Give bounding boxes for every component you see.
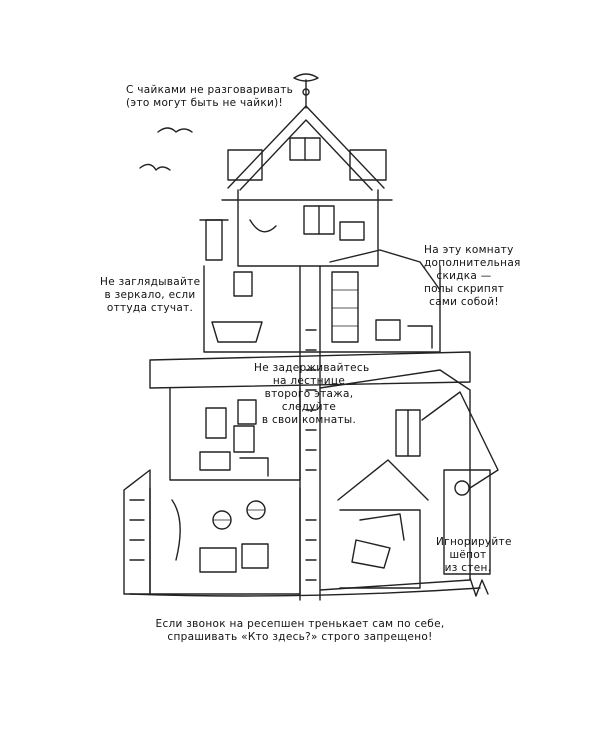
note-stairs-line1: Не задерживайтесь — [254, 362, 370, 374]
note-reception-bell: Если звонок на ресепшен тренькает сам по… — [150, 618, 450, 644]
note-whisper-line1: Игнорируйте — [436, 536, 512, 548]
note-reception-bell-line2: спрашивать «Кто здесь?» строго запрещено… — [167, 631, 433, 643]
seagull-icon — [139, 163, 171, 171]
chimney — [205, 219, 223, 261]
note-mirror-line2: в зеркало, если — [104, 289, 196, 301]
armchair — [199, 547, 237, 573]
note-room-discount-line4: полы скрипят — [424, 283, 505, 295]
attic-roof — [227, 105, 385, 189]
note-stairs-line4: следуйте — [281, 401, 337, 413]
note-stairs-line2: на лестнице — [272, 375, 346, 387]
note-stairs-line5: в свои комнаты. — [261, 414, 357, 426]
bathtub — [211, 321, 263, 343]
note-mirror-line1: Не заглядывайте — [100, 276, 201, 288]
note-room-discount: На эту комнату дополнительная скидка — п… — [424, 244, 521, 309]
note-room-discount-line1: На эту комнату — [424, 244, 514, 256]
note-whisper-line3: из стен. — [444, 562, 492, 574]
note-stairs: Не задерживайтесь на лестнице второго эт… — [254, 362, 370, 427]
note-mirror: Не заглядывайте в зеркало, если оттуда с… — [100, 276, 200, 315]
top-floor-walls — [237, 189, 379, 267]
note-seagulls-line2: (это могут быть не чайки)! — [126, 97, 284, 109]
weathervane-icon — [293, 73, 319, 109]
cobweb-icon — [212, 500, 266, 530]
note-reception-bell-line1: Если звонок на ресепшен тренькает сам по… — [155, 618, 445, 630]
staircase — [305, 329, 317, 581]
note-stairs-line3: второго этажа, — [264, 388, 354, 400]
note-seagulls-line1: С чайками не разговаривать — [126, 84, 294, 96]
note-room-discount-line3: скидка — — [436, 270, 492, 282]
note-whisper: Игнорируйте шёпот из стен. — [436, 536, 512, 575]
second-floor-walls — [203, 265, 441, 353]
note-whisper-line2: шёпот — [449, 549, 487, 561]
note-mirror-line3: оттуда стучат. — [106, 302, 194, 314]
note-room-discount-line5: сами собой! — [429, 296, 499, 308]
ground-floor-walls — [149, 487, 301, 595]
seagull-icon — [157, 127, 193, 133]
note-room-discount-line2: дополнительная — [424, 257, 521, 269]
leaning-shed — [421, 391, 499, 489]
note-seagulls: С чайками не разговаривать (это могут бы… — [126, 84, 294, 110]
broken-furniture — [351, 539, 391, 569]
